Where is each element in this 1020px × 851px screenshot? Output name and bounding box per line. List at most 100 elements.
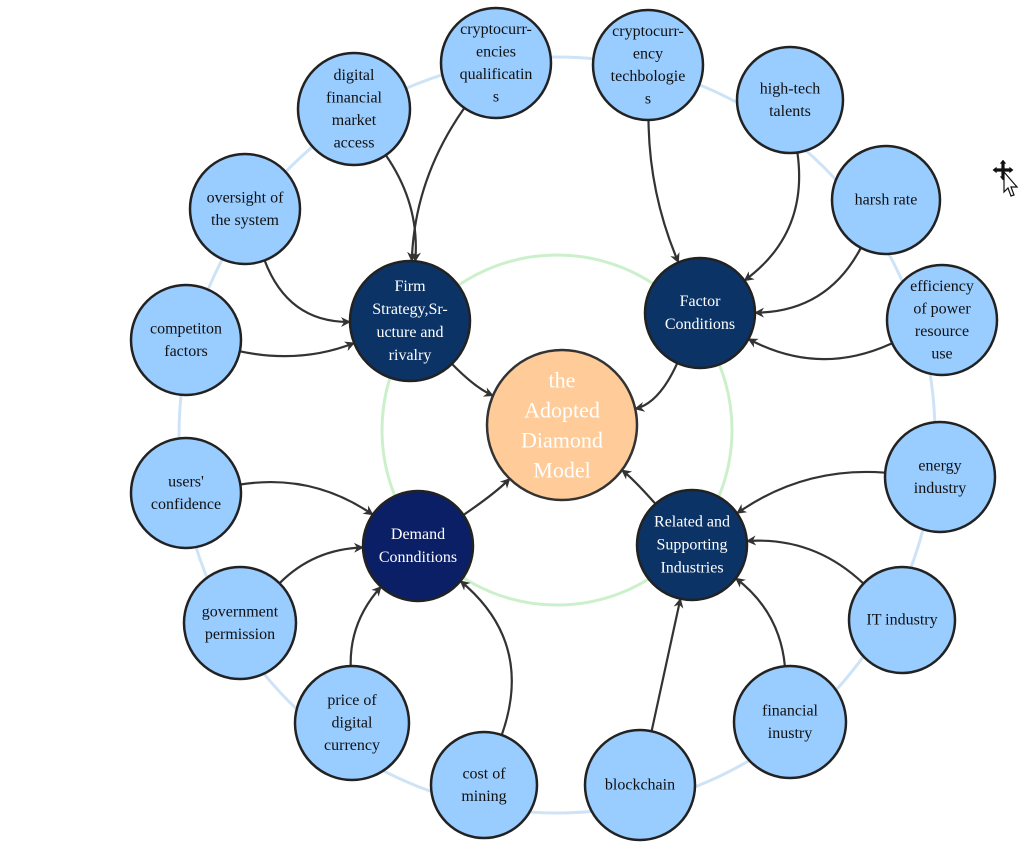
leaf-label-line: market [332, 112, 377, 129]
leaf-node-financial-industry[interactable]: financial inustry [732, 664, 848, 780]
edge-price-of-digital-currency-to-demand [349, 585, 382, 667]
leaf-label-line: high-tech [760, 80, 820, 97]
move-cursor-icon [991, 158, 1020, 203]
hub-label-line: Supporting [656, 537, 727, 554]
leaf-circle [591, 8, 705, 122]
leaf-circle [188, 152, 302, 266]
leaf-label-line: blockchain [605, 777, 675, 794]
leaf-label-line: users' [168, 473, 204, 490]
leaf-label-line: competiton [150, 320, 222, 337]
leaf-node-government-permission[interactable]: government permission [182, 565, 298, 681]
nodes-layer: digital financial market access cryptocurr-e… [129, 6, 999, 842]
leaf-label-line: factors [164, 343, 208, 360]
leaf-label-line: digital [334, 67, 375, 84]
leaf-label-line: talents [769, 103, 811, 120]
leaf-label-line: access [334, 134, 375, 151]
leaf-node-oversight-of-the-system[interactable]: oversight of the system [188, 152, 302, 266]
leaf-label-line: harsh rate [855, 192, 918, 209]
edge-digital-financial-market-access-to-firm [384, 154, 421, 263]
edge-blockchain-to-related [650, 597, 684, 732]
leaf-label-line: permission [205, 626, 275, 643]
leaf-node-blockchain[interactable]: blockchain [583, 728, 697, 842]
leaf-circle [129, 436, 243, 550]
edges-layer [239, 107, 893, 736]
edge-cryptocurrencies-qualifications-to-firm [407, 107, 466, 262]
leaf-circle [583, 728, 697, 842]
leaf-label-line: currency [324, 737, 380, 754]
leaf-label-line: mining [461, 788, 506, 805]
leaf-node-competition-factors[interactable]: competiton factors [129, 283, 243, 397]
leaf-circle [735, 45, 845, 155]
edge-related-to-center [621, 469, 657, 505]
leaf-node-harsh-rate[interactable]: harsh rate [830, 144, 942, 256]
edge-oversight-of-the-system-to-firm [263, 260, 351, 328]
leaf-circle [885, 263, 999, 377]
hub-label-line: Conditions [665, 316, 735, 333]
leaf-label-line: financial [326, 89, 383, 106]
edge-efficiency-of-power-resource-use-to-factor [747, 338, 893, 361]
leaf-label-line: cost of [462, 765, 506, 782]
leaf-node-users-confidence[interactable]: users' confidence [129, 436, 243, 550]
leaf-label-line: IT industry [866, 612, 937, 629]
leaf-label-line: techbologie [611, 68, 686, 85]
leaf-label-line: qualificatin [460, 66, 533, 83]
leaf-label-line: confidence [151, 496, 221, 513]
leaf-circle [847, 565, 957, 675]
center-label-line: Diamond [521, 428, 603, 453]
edge-energy-industry-to-related [736, 470, 886, 515]
leaf-label-line: encies [476, 43, 516, 60]
hub-label-line: Related and [654, 514, 730, 531]
leaf-label-line: energy [918, 457, 961, 474]
leaf-circle [296, 51, 412, 167]
center-label-line: Model [533, 458, 590, 483]
edge-firm-to-center [451, 363, 494, 397]
center-circle [485, 348, 639, 502]
leaf-circle [830, 144, 942, 256]
hub-label-line: Strategy,Sr- [372, 301, 448, 318]
leaf-circle [129, 283, 243, 397]
edge-users-confidence-to-demand [240, 481, 374, 516]
leaf-label-line: digital [332, 715, 373, 732]
leaf-label-line: cryptocurr- [460, 21, 532, 38]
edge-it-industry-to-related [745, 535, 865, 585]
edge-financial-industry-to-related [735, 577, 786, 667]
hub-label-line: Factor [680, 293, 722, 310]
leaf-circle [732, 664, 848, 780]
hub-circle [348, 259, 472, 383]
leaf-label-line: resource [915, 323, 969, 340]
hub-circle [643, 256, 757, 370]
leaf-node-it-industry[interactable]: IT industry [847, 565, 957, 675]
hub-label-line: Connditions [379, 549, 457, 566]
inner-ring [380, 253, 734, 607]
edge-cost-of-mining-to-demand [459, 580, 513, 736]
center-label-line: Adopted [524, 398, 600, 423]
leaf-label-line: financial [762, 702, 819, 719]
leaf-label-line: use [931, 345, 952, 362]
leaf-label-line: oversight of [207, 189, 285, 206]
edge-cryptocurrency-technologies-to-factor [647, 119, 680, 264]
center-label-line: the [549, 368, 576, 393]
hub-label-line: Industries [660, 560, 723, 577]
leaf-label-line: the system [211, 212, 280, 229]
hub-circle [361, 489, 475, 603]
edge-high-tech-talents-to-factor [743, 152, 801, 282]
leaf-label-line: inustry [768, 725, 812, 742]
leaf-circle [439, 6, 553, 120]
leaf-label-line: ency [633, 45, 663, 62]
hub-circle [635, 488, 749, 602]
leaf-node-digital-financial-market-access[interactable]: digital financial market access [296, 51, 412, 167]
leaf-node-high-tech-talents[interactable]: high-tech talents [735, 45, 845, 155]
leaf-label-line: government [202, 603, 279, 620]
leaf-node-cost-of-mining[interactable]: cost of mining [429, 730, 539, 840]
leaf-label-line: efficiency [910, 278, 974, 295]
